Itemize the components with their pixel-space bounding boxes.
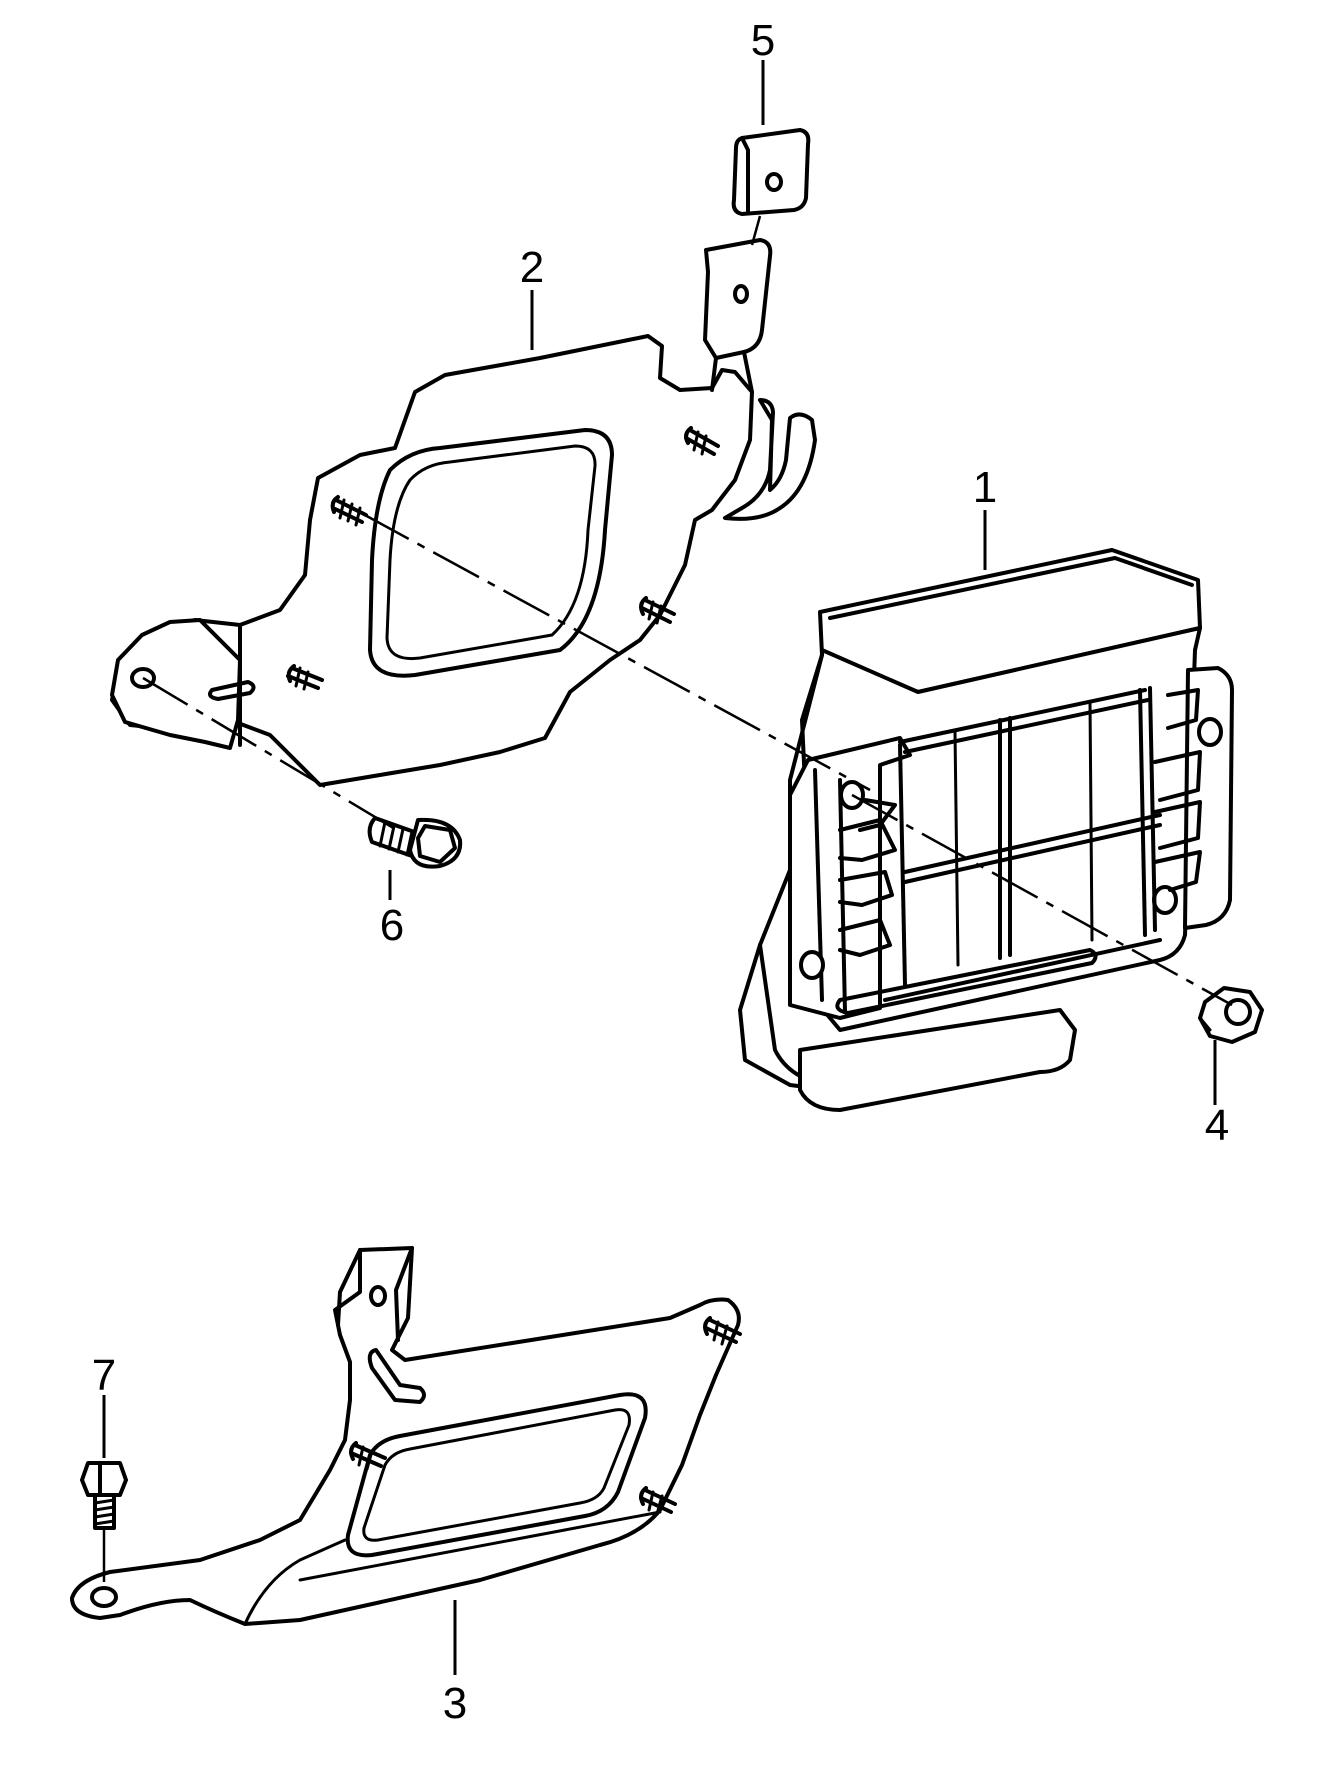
callout-2: 2: [520, 243, 544, 292]
callout-1: 1: [973, 463, 997, 512]
control-unit: [738, 548, 1234, 1112]
callout-7: 7: [92, 1351, 116, 1400]
lower-bracket: [70, 1246, 742, 1626]
callout-6: 6: [380, 901, 404, 950]
stud: [639, 596, 676, 625]
assembly-lines: [102, 215, 1233, 1590]
callout-5: 5: [751, 16, 775, 65]
upper-bracket: [110, 238, 817, 787]
hex-nut: [1198, 986, 1264, 1044]
stud: [330, 495, 368, 527]
clip-nut: [731, 128, 811, 216]
hex-bolt: [80, 1461, 128, 1530]
stud: [349, 1441, 387, 1471]
flange-bolt: [367, 816, 463, 869]
callout-labels: 5 2 1 4 6 3 7: [92, 16, 1229, 1728]
callout-4: 4: [1205, 1101, 1229, 1150]
stud: [286, 664, 324, 691]
stud: [639, 1486, 677, 1516]
leader-lines: [102, 60, 1217, 1675]
stud: [703, 1316, 742, 1346]
stud: [684, 426, 720, 456]
callout-3: 3: [443, 1679, 467, 1728]
